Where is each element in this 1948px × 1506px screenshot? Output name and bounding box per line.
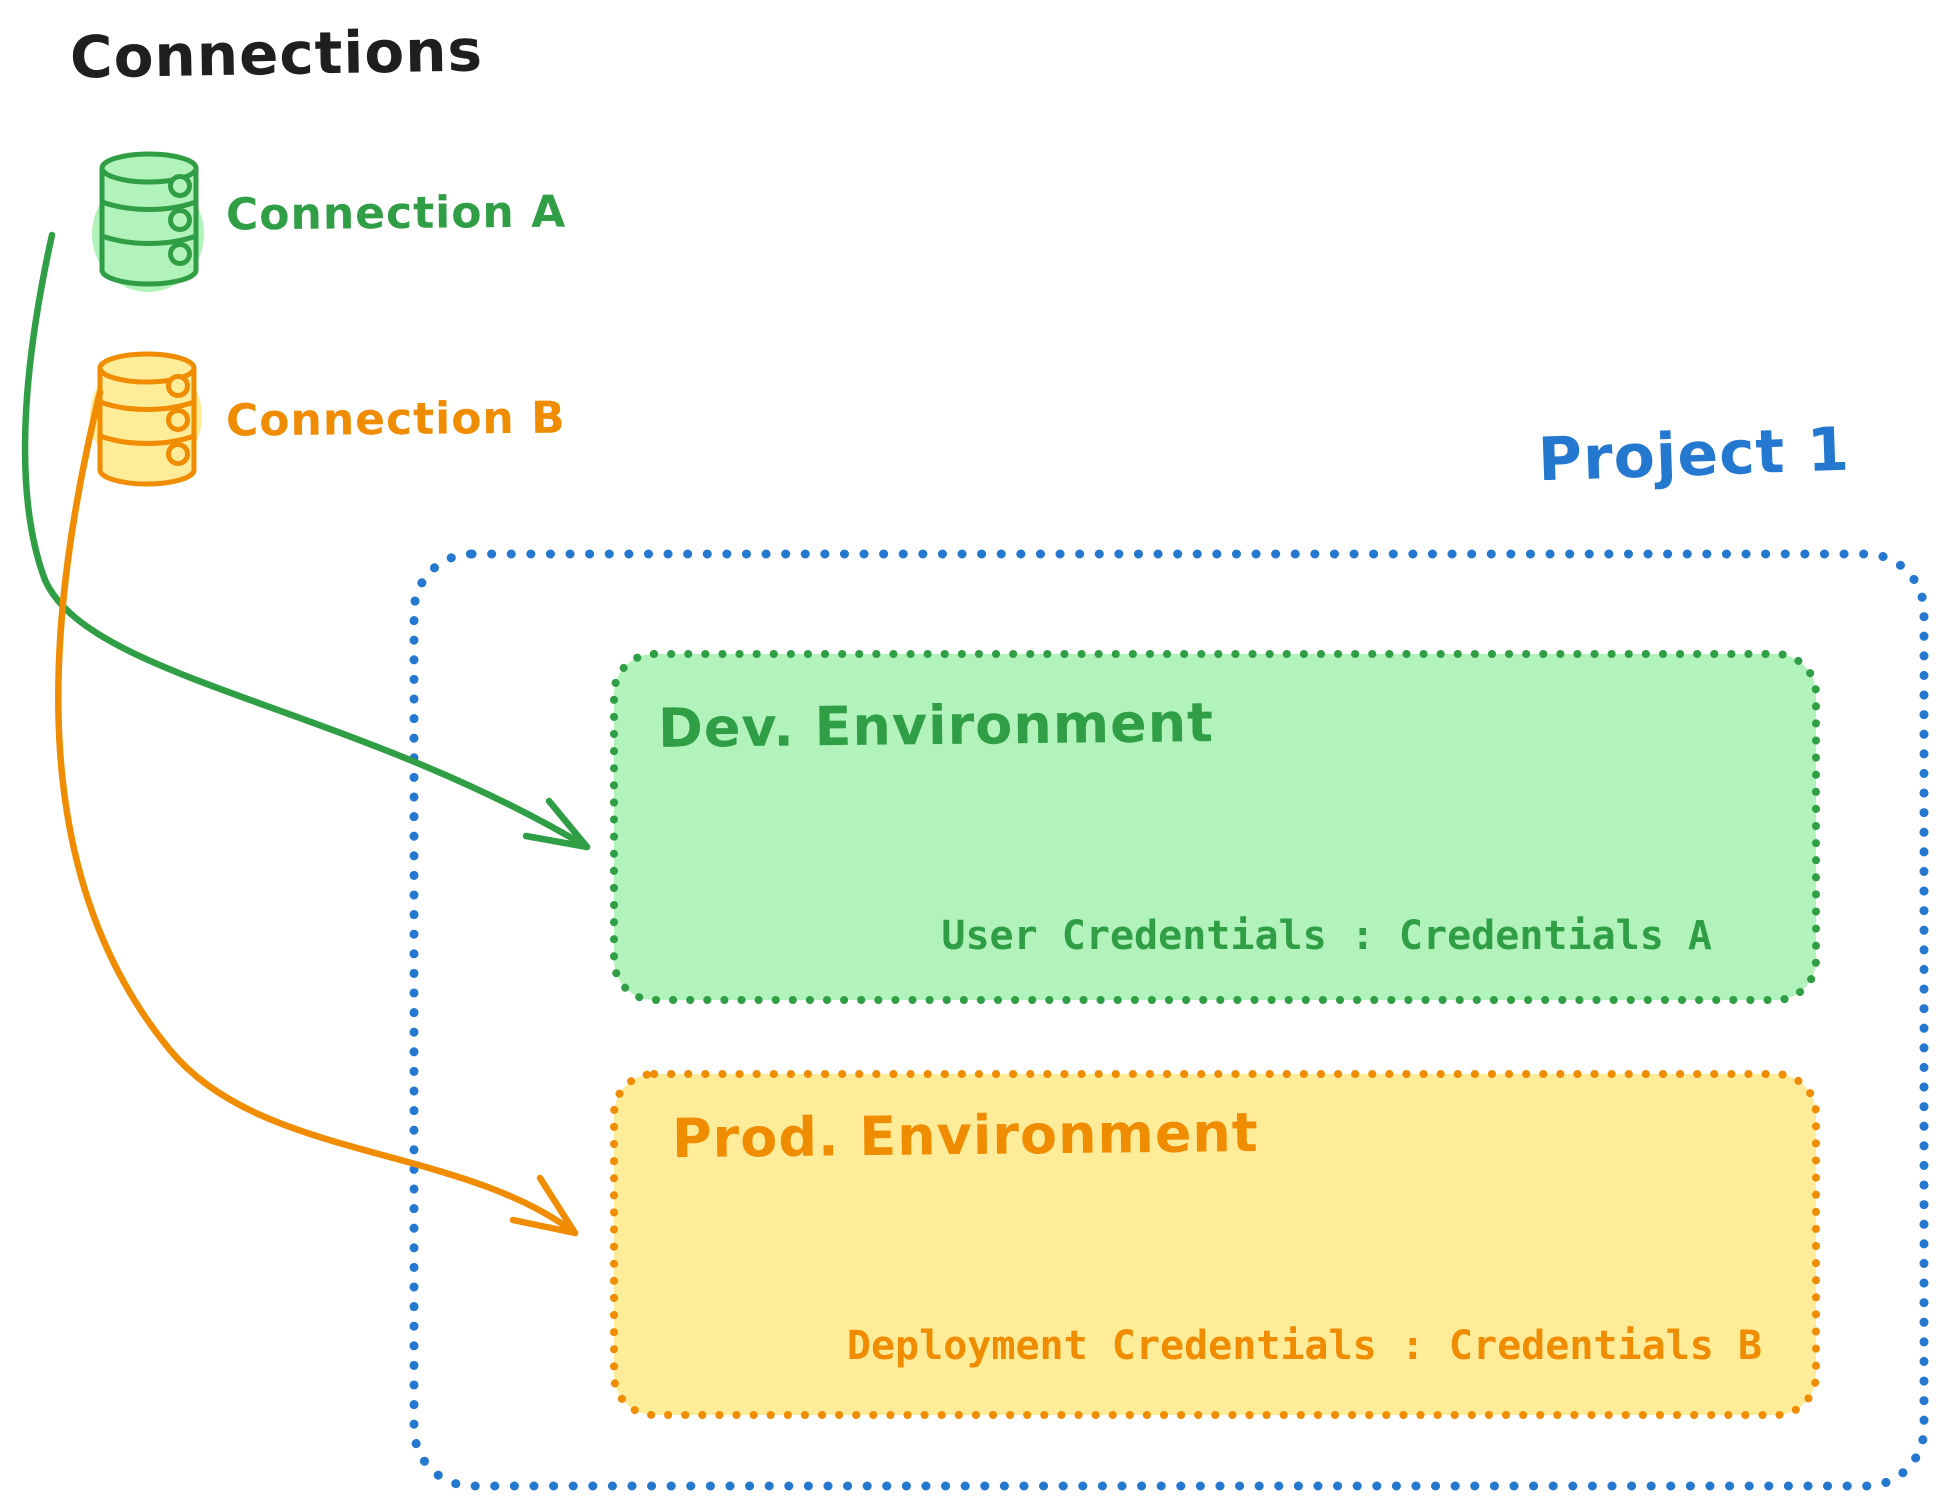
- dev-environment-credentials: User Credentials : Credentials A: [941, 913, 1712, 959]
- database-icon-connection-a: [92, 151, 204, 292]
- dev-environment-box: [610, 650, 1820, 1004]
- prod-environment-credentials: Deployment Credentials : Credentials B: [846, 1323, 1762, 1369]
- project-label: Project 1: [1536, 414, 1852, 496]
- connection-a-label: Connection A: [225, 186, 567, 241]
- connection-b-label: Connection B: [225, 392, 566, 447]
- arrowhead: [509, 1174, 579, 1237]
- prod-environment-title: Prod. Environment: [671, 1100, 1259, 1171]
- arrowhead: [522, 797, 591, 851]
- prod-environment-box: [610, 1070, 1820, 1419]
- connections-title: Connections: [69, 16, 484, 92]
- dev-environment-title: Dev. Environment: [657, 691, 1215, 760]
- database-icon-connection-b: [90, 351, 202, 487]
- arrow-connection-a-to-dev: [21, 231, 591, 851]
- arrow-connection-b-to-prod: [55, 388, 579, 1237]
